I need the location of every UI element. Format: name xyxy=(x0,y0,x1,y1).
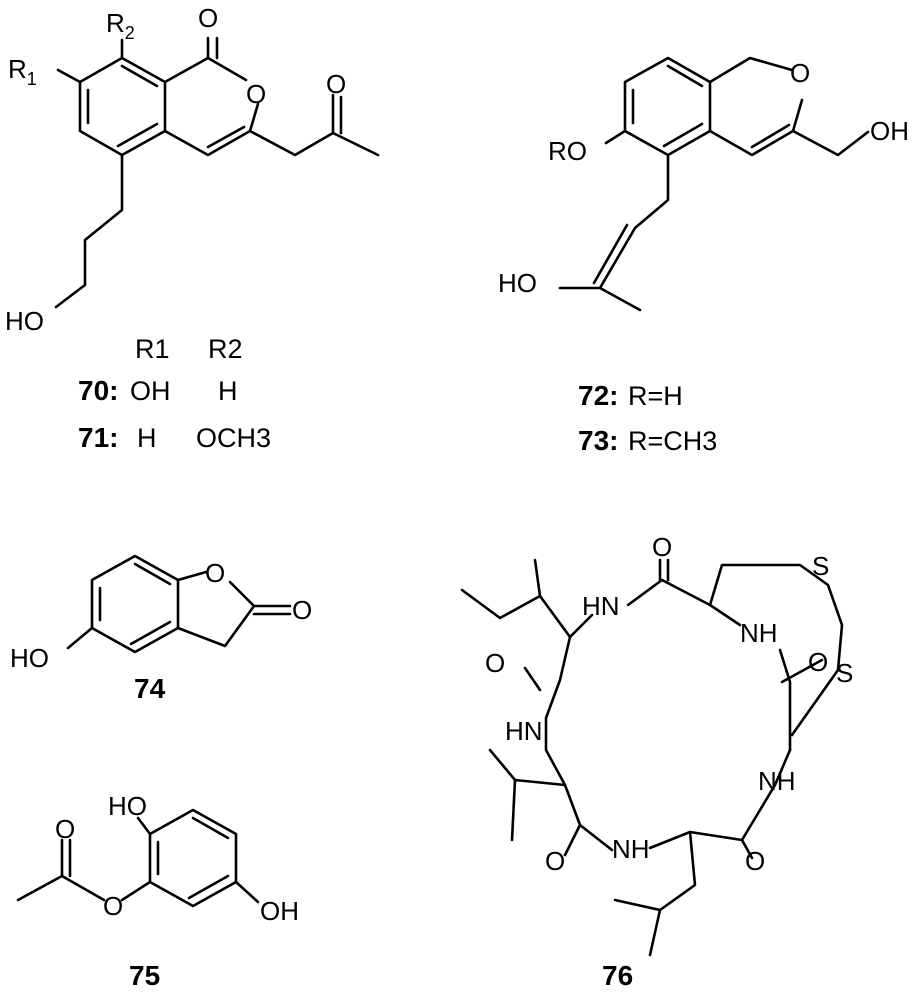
carbonyl-oxygen-75: O xyxy=(55,814,75,844)
structure-75: HO O O OH xyxy=(16,791,299,926)
hydroxyl-75-top: HO xyxy=(108,791,147,821)
carbonyl-oxygen-76-br: O xyxy=(745,846,765,876)
structure-76: O S S HN NH O O HN NH O NH O xyxy=(460,532,853,957)
compound-label-75: 75 xyxy=(129,960,160,991)
allylic-hydroxyl-72: HO xyxy=(498,268,537,298)
compound-label-73: 73: xyxy=(578,425,618,456)
hydroxyl-72: OH xyxy=(870,116,909,146)
carbonyl-oxygen-74: O xyxy=(292,595,312,625)
hydroxyl-74: HO xyxy=(10,643,49,673)
sulfur-76-bottom: S xyxy=(836,658,853,688)
compound-label-74: 74 xyxy=(134,673,166,704)
amide-nh-76-2: NH xyxy=(740,618,778,648)
amide-nh-76-1: HN xyxy=(582,591,620,621)
hydroxyl-75-bottom: OH xyxy=(260,896,299,926)
amide-nh-76-4: NH xyxy=(758,766,796,796)
compound-label-71: 71: xyxy=(78,422,118,453)
structure-70-71: O O O HO R2 R1 xyxy=(5,3,380,336)
ester-oxygen-75: O xyxy=(103,891,123,921)
r2-label-70: R2 xyxy=(106,8,135,43)
substituent-table-70-71: R1 R2 70: OH H 71: H OCH3 xyxy=(78,334,271,453)
amide-nh-76-3: HN xyxy=(505,716,543,746)
compound-72-r: R=H xyxy=(628,381,683,411)
carbonyl-oxygen-70: O xyxy=(198,3,218,33)
hydroxyl-70: HO xyxy=(5,306,44,336)
carbonyl-oxygen-76-bl: O xyxy=(545,846,565,876)
structure-72-73: O OH RO HO xyxy=(498,56,909,312)
compound-label-70: 70: xyxy=(78,375,118,406)
structure-74: O O HO xyxy=(10,554,312,673)
compound-label-72: 72: xyxy=(578,380,618,411)
carbonyl-oxygen-76-right: O xyxy=(808,647,828,677)
ring-oxygen-72: O xyxy=(790,58,810,88)
ring-oxygen-70: O xyxy=(246,79,266,109)
carbonyl-oxygen-76-top: O xyxy=(652,532,672,562)
compound-73-r: R=CH3 xyxy=(628,426,717,456)
carbonyl-oxygen-76-left: O xyxy=(485,648,505,678)
amide-nh-76-5: NH xyxy=(612,834,650,864)
compound-71-r1: H xyxy=(137,423,157,453)
ketone-oxygen-70: O xyxy=(326,69,346,99)
r1-label-70: R1 xyxy=(8,54,37,89)
table-header-r1: R1 xyxy=(135,334,170,364)
sulfur-76-top: S xyxy=(812,551,829,581)
compound-70-r1: OH xyxy=(130,376,171,406)
compound-71-r2: OCH3 xyxy=(196,423,271,453)
ether-label-72: RO xyxy=(548,136,587,166)
compound-label-76: 76 xyxy=(602,960,633,991)
table-header-r2: R2 xyxy=(208,334,243,364)
compound-70-r2: H xyxy=(218,376,238,406)
ring-oxygen-74: O xyxy=(205,558,225,588)
